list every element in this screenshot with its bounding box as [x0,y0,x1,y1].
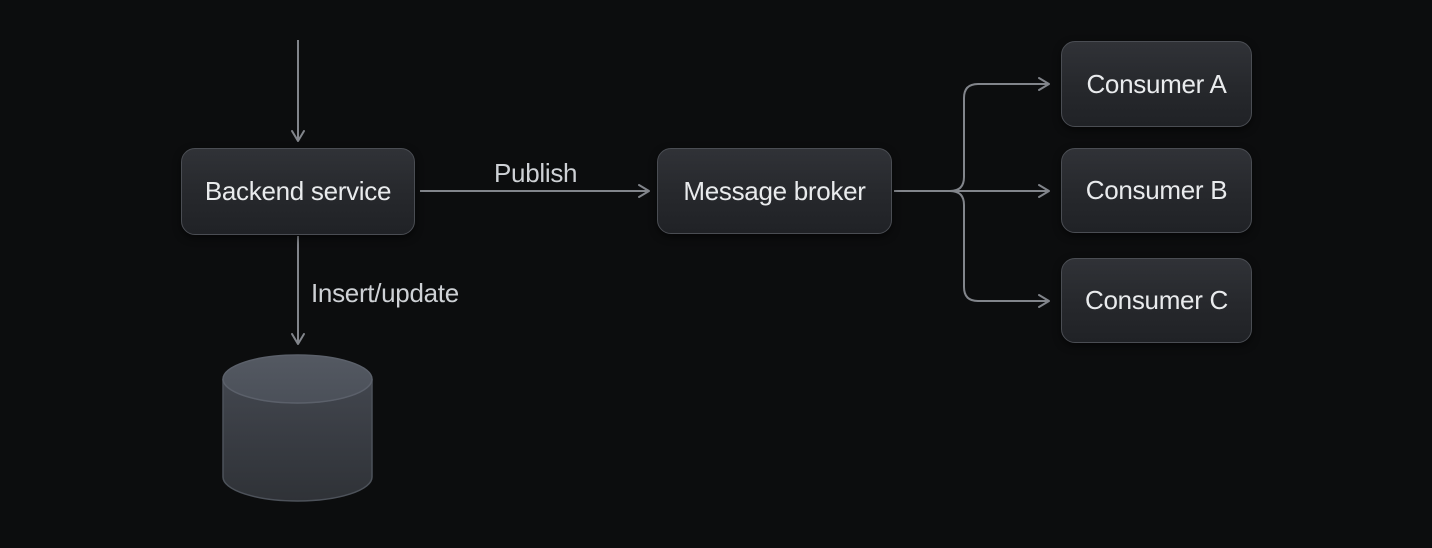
node-consumer-b-label: Consumer B [1085,175,1228,205]
node-consumer-a-label: Consumer A [1086,68,1227,99]
edge-fanout-a-line [894,77,1050,192]
database-cylinder-top [222,354,373,404]
edge-fanout-c-line [894,190,1050,308]
node-backend-service: Backend service [181,148,415,235]
edge-insert-update-label: Insert/update [311,278,459,308]
node-consumer-c: Consumer C [1061,258,1252,343]
node-message-broker-label: Message broker [683,175,866,206]
edge-publish-label: Publish [494,158,578,188]
node-consumer-a: Consumer A [1061,41,1252,127]
node-consumer-b: Consumer B [1061,148,1252,233]
node-consumer-c-label: Consumer C [1085,285,1228,315]
database-cylinder-icon [222,354,373,502]
node-backend-service-label: Backend service [204,176,392,206]
node-message-broker: Message broker [657,148,892,234]
